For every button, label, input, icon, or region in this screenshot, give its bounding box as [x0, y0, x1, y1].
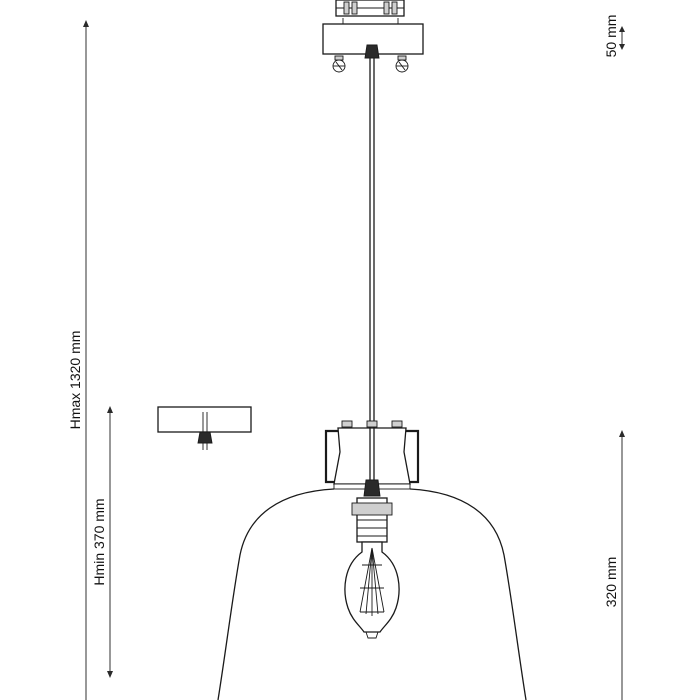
screw-left: [332, 55, 346, 73]
ceiling-canopy: [322, 0, 424, 73]
collar-screws: [341, 420, 403, 428]
screw-right: [395, 55, 409, 73]
dimension-hmin: [107, 406, 113, 678]
glass-shade: [217, 488, 527, 700]
suspension-cord: [369, 58, 375, 430]
bulb-filament: [359, 547, 385, 616]
label-canopy-height: 50 mm: [603, 15, 619, 58]
u-bracket: [324, 429, 340, 484]
cord-grip: [364, 44, 380, 59]
bulb-holder: [351, 497, 393, 543]
edison-bulb: [344, 541, 400, 639]
shade-collar: [333, 427, 411, 485]
dimension-hmax: [83, 20, 89, 700]
canopy-min-height-view: [157, 406, 252, 450]
lamp-head: [324, 420, 420, 497]
dimension-shade: [619, 430, 625, 700]
dimension-canopy: [619, 26, 625, 50]
label-hmin: Hmin 370 mm: [91, 498, 107, 585]
label-hmax: Hmax 1320 mm: [67, 331, 83, 430]
label-shade-height: 320 mm: [603, 557, 619, 608]
